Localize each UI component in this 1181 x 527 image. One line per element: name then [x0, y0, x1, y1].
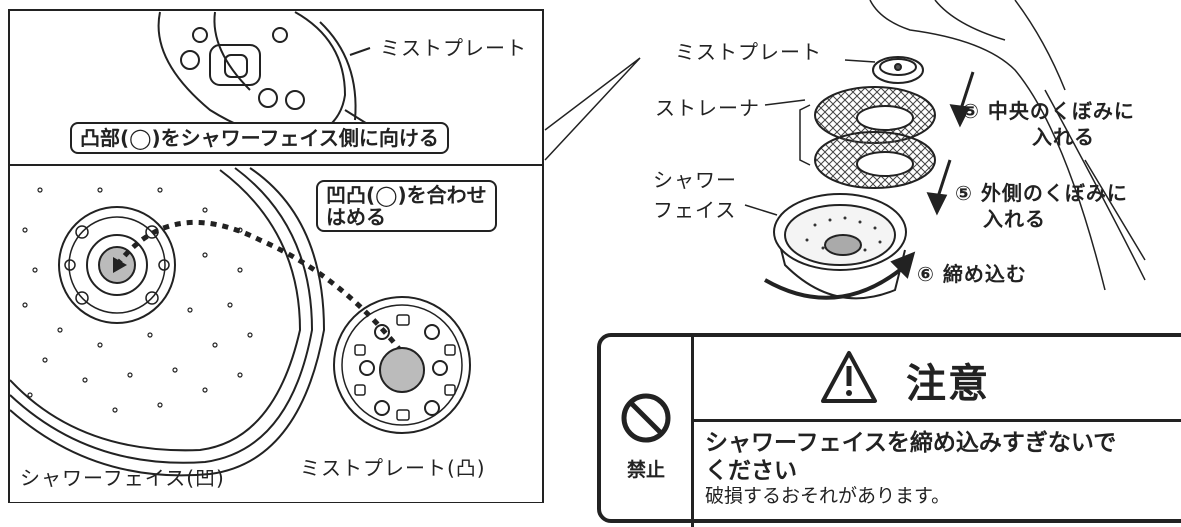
mist-plate-drawing: [333, 296, 471, 434]
caution-header: 注意: [691, 337, 1181, 422]
step-outer-line1: ⑤ 外側のくぼみに: [955, 181, 1128, 205]
prohibit-column: 禁止: [601, 337, 694, 527]
align-instruction-box: 凹凸(◯)を合わせ はめる: [316, 180, 497, 232]
caution-main-line1: シャワーフェイスを締め込みすぎないで: [705, 430, 1117, 456]
assembly-diagram: ミストプレート ストレーナ シャワー フェイス ⑤ 中央のくぼみに 入れる ⑤ …: [545, 0, 1181, 320]
step-center-line2: 入れる: [1032, 125, 1095, 149]
step-center-line1: ⑤ 中央のくぼみに: [962, 99, 1135, 123]
assembly-arrows: [764, 71, 975, 300]
caution-title: 注意: [906, 361, 990, 407]
step-center: ⑤ 中央のくぼみに 入れる: [962, 98, 1135, 150]
mist-plate-caption: ミストプレート(凸): [300, 456, 486, 480]
step-tighten: ⑥ 締め込む: [917, 262, 1027, 286]
top-mist-plate-label: ミストプレート: [380, 36, 527, 60]
caution-main-line2: ください: [705, 458, 797, 484]
left-panel-drawing: [8, 9, 641, 503]
prohibit-label: 禁止: [626, 459, 665, 481]
assembly-shower-face-label: シャワー フェイス: [653, 165, 737, 225]
shower-face-holes: [22, 187, 253, 413]
assembly-mist-plate: [872, 56, 924, 84]
assembly-mist-plate-label: ミストプレート: [675, 40, 822, 64]
step-outer-line2: 入れる: [983, 207, 1046, 231]
alignment-dotted-path: [115, 220, 402, 352]
assembly-drawing: [744, 0, 1146, 300]
prohibit-icon: [621, 393, 671, 443]
orientation-banner: 凸部(◯)をシャワーフェイス側に向ける: [70, 122, 449, 154]
caution-body: シャワーフェイスを締め込みすぎないで ください 破損するおそれがあります。: [705, 429, 1116, 507]
assembly-strainer-label: ストレーナ: [655, 96, 760, 120]
assembly-strainer: [814, 86, 936, 189]
caution-sub: 破損するおそれがあります。: [705, 485, 951, 507]
warning-triangle-icon: [821, 351, 877, 403]
mist-plate-closeup-drawing: [157, 11, 386, 141]
shower-face-caption: シャワーフェイス(凹): [20, 466, 225, 490]
align-instruction-line1: 凹凸(◯)を合わせ: [326, 183, 487, 207]
shower-face-label-line1: シャワー: [653, 168, 737, 192]
caution-box: 禁止 注意 シャワーフェイスを締め込みすぎないで ください 破損するおそれがあり…: [597, 333, 1181, 527]
left-panel: ミストプレート 凸部(◯)をシャワーフェイス側に向ける 凹凸(◯)を合わせ はめ…: [0, 0, 641, 503]
shower-face-drawing: [9, 167, 326, 477]
callout-connector: [544, 57, 641, 161]
shower-face-label-line2: フェイス: [653, 198, 737, 222]
assembly-shower-face: [773, 193, 907, 300]
step-outer: ⑤ 外側のくぼみに 入れる: [955, 180, 1128, 232]
align-instruction-line2: はめる: [326, 205, 386, 229]
